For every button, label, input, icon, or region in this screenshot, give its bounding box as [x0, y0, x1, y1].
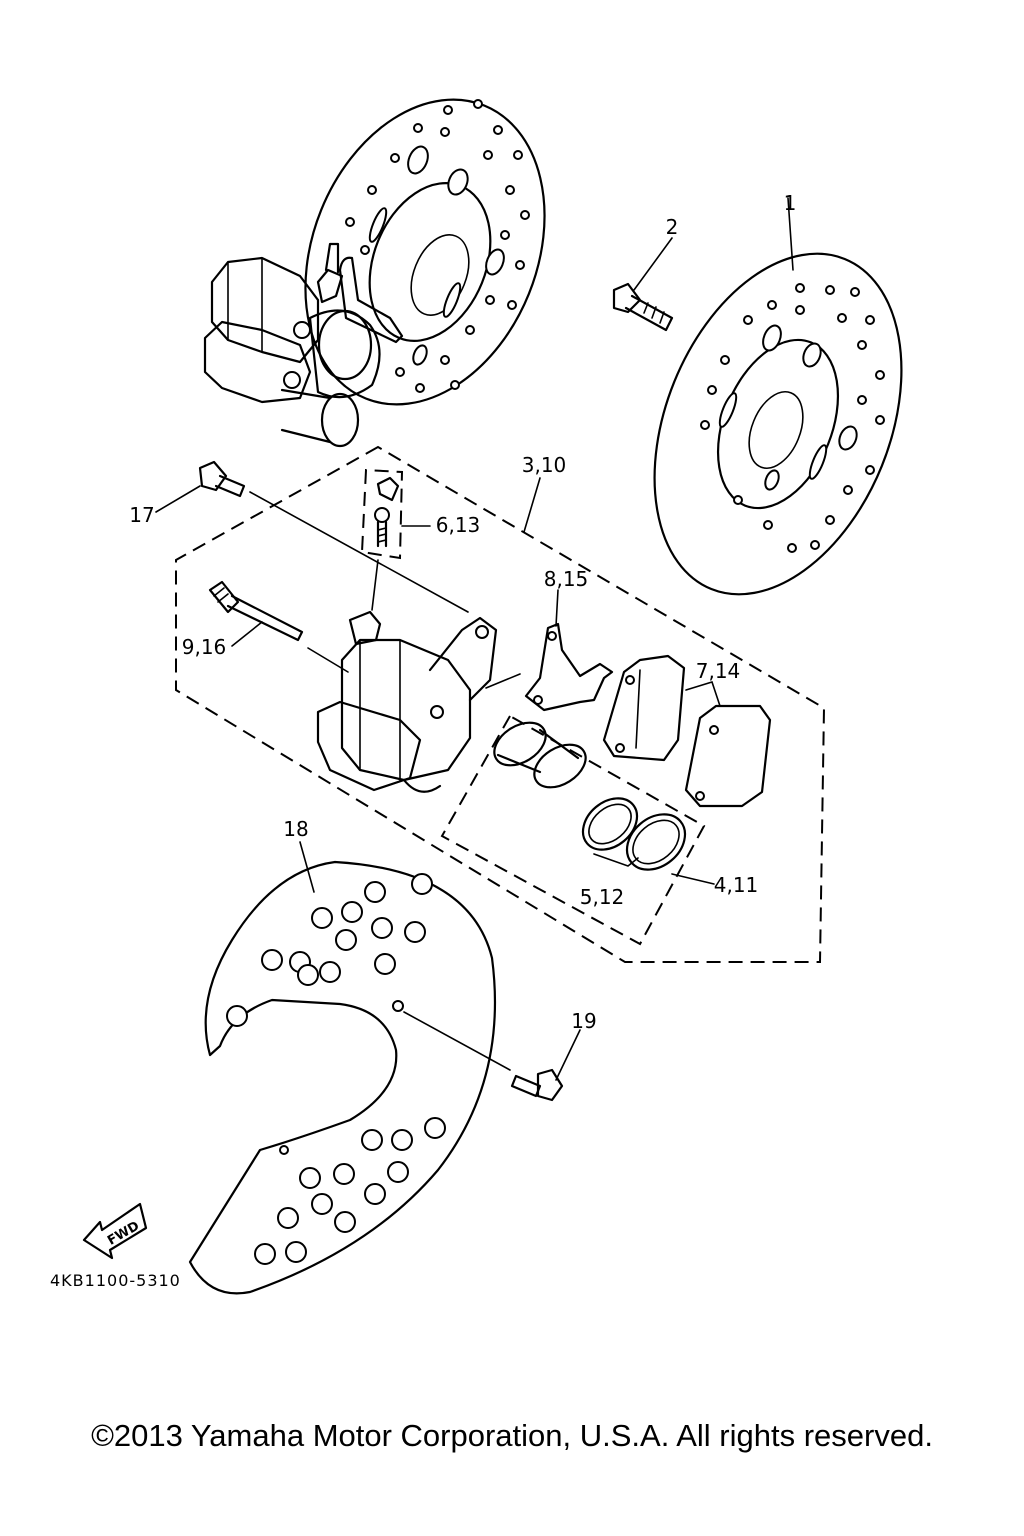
- callout-5-12: 5,12: [580, 885, 625, 909]
- assembled-caliper: [203, 242, 404, 448]
- copyright-notice: ©2013 Yamaha Motor Corporation, U.S.A. A…: [91, 1418, 933, 1453]
- assembly-3-10-outline: [175, 445, 826, 963]
- part-1-brake-disc: [653, 252, 903, 596]
- part-8-15-pad-spring: [485, 622, 614, 712]
- part-5-12-seals: [581, 797, 687, 871]
- callout-8-15: 8,15: [544, 567, 589, 591]
- part-6-13-bleed-screw: [371, 476, 400, 611]
- piston-kit-4-11-outline: [440, 714, 706, 946]
- leader-lines: [155, 197, 794, 1081]
- disc-cover-holes: [226, 873, 446, 1265]
- part-9-16-pin: [208, 580, 349, 673]
- callout-7-14: 7,14: [696, 659, 741, 683]
- part-17-bolt: [198, 460, 469, 613]
- part-4-11-piston: [493, 721, 587, 789]
- fwd-arrow-icon: FWD: [82, 1202, 148, 1260]
- callout-18: 18: [283, 817, 308, 841]
- callout-4-11: 4,11: [714, 873, 759, 897]
- callout-6-13: 6,13: [436, 513, 481, 537]
- part-18-disc-cover: [188, 860, 497, 1295]
- callout-2: 2: [666, 215, 679, 239]
- assembled-brake-disc: [304, 98, 546, 406]
- callout-17: 17: [129, 503, 154, 527]
- callout-1: 1: [784, 191, 797, 215]
- callout-3-10: 3,10: [522, 453, 567, 477]
- part-2-bolt: [612, 282, 674, 332]
- bleed-screw-6-13-outline: [360, 468, 404, 560]
- diagram-code: 4KB1100-5310: [50, 1271, 181, 1290]
- part-3-10-caliper: [316, 610, 498, 793]
- callout-9-16: 9,16: [182, 635, 227, 659]
- assembled-disc-vent-holes: [345, 99, 530, 393]
- part-7-14-brake-pads: [602, 654, 772, 808]
- callout-19: 19: [571, 1009, 596, 1033]
- disc-vent-holes: [700, 283, 885, 553]
- part-19-bolt: [403, 1011, 564, 1102]
